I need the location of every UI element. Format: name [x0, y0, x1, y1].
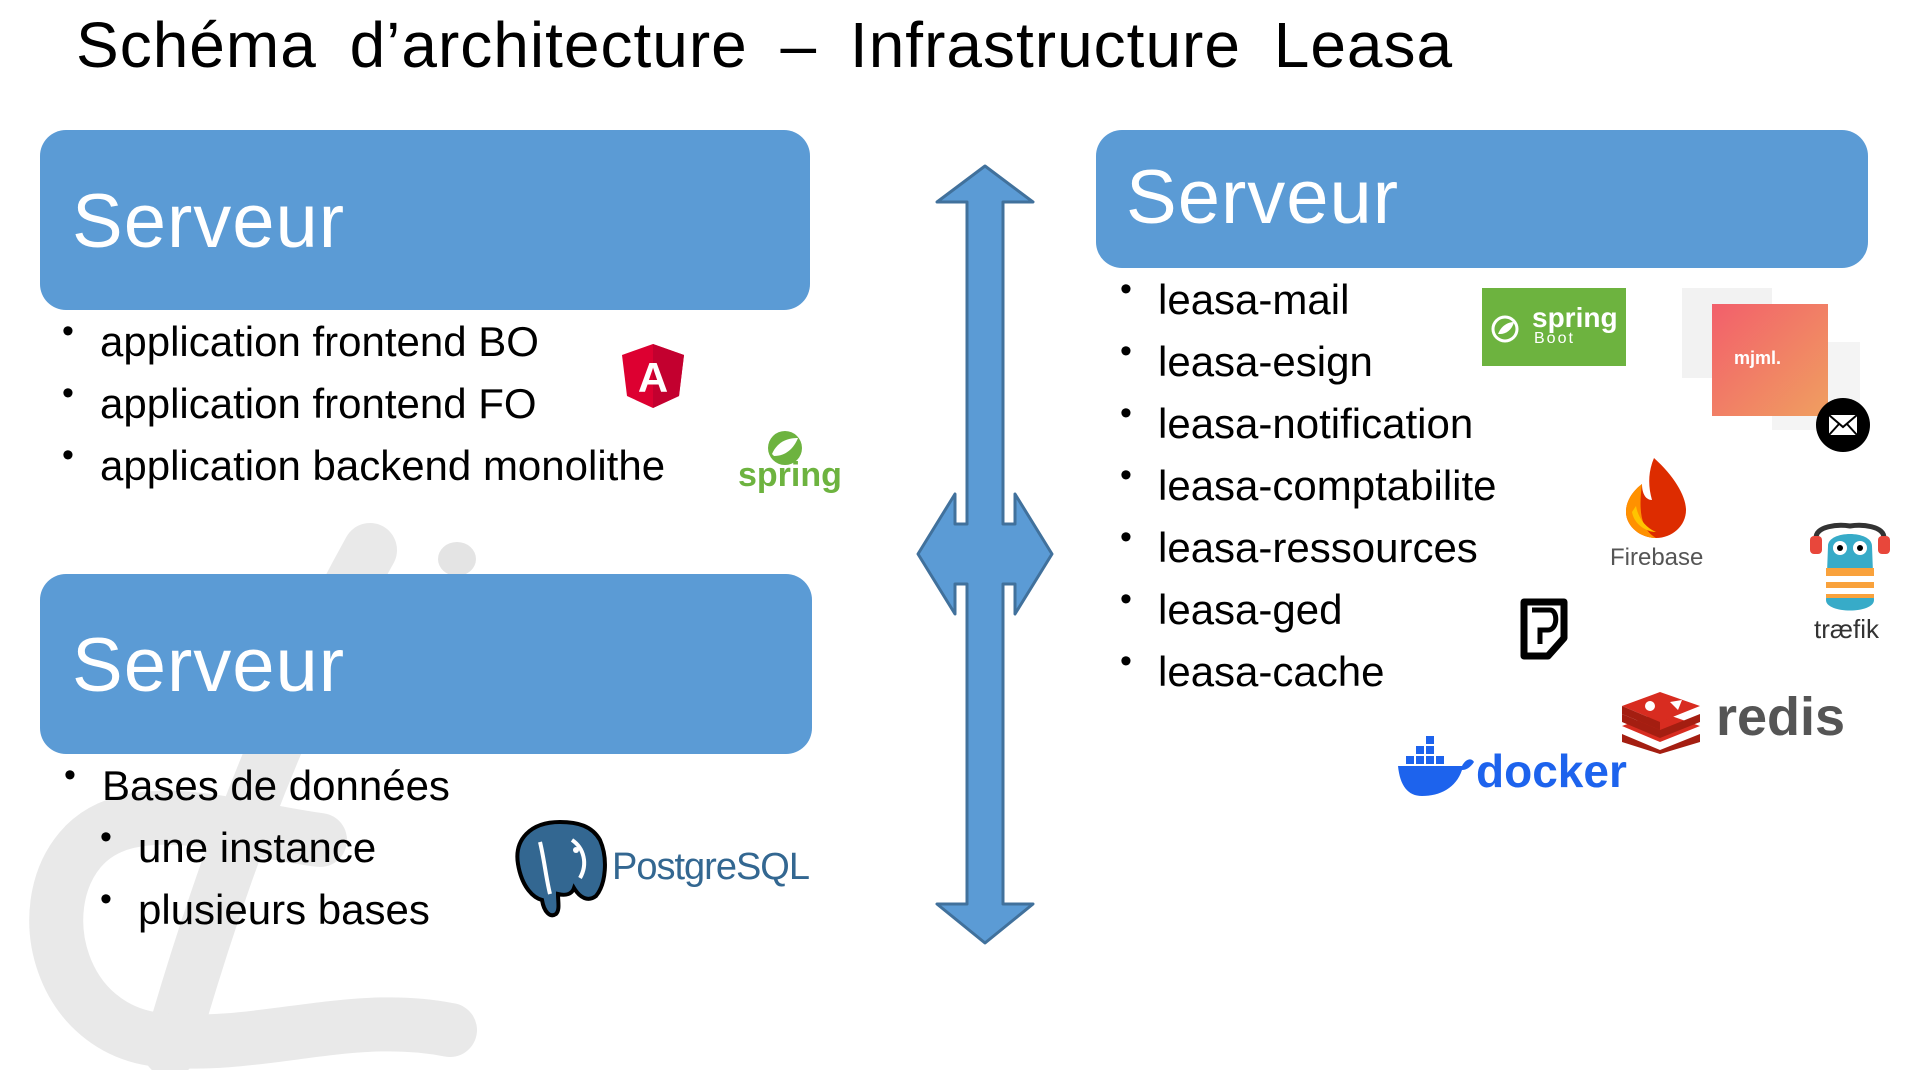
mjml-icon: mjml. — [1712, 304, 1828, 416]
frontend-list: application frontend BO application fron… — [62, 312, 665, 504]
server-box-frontend: Serveur — [40, 130, 810, 310]
angular-icon: A — [622, 344, 684, 408]
mail-icon — [1816, 398, 1870, 452]
bidirectional-arrow-icon — [916, 164, 1054, 945]
server-label: Serveur — [72, 623, 346, 708]
list-item: leasa-ressources — [1120, 518, 1497, 586]
angular-letter: A — [638, 354, 668, 401]
envelope-icon — [1828, 414, 1858, 436]
docker-logo-text: docker — [1476, 745, 1627, 797]
document-icon — [1520, 598, 1568, 660]
traefik-icon — [1810, 522, 1890, 611]
microservices-list: leasa-mail leasa-esign leasa-notificatio… — [1120, 270, 1497, 710]
list-item: leasa-esign — [1120, 332, 1497, 400]
server-box-database: Serveur — [40, 574, 812, 754]
spring-boot-subtext: Boot — [1534, 330, 1575, 347]
list-item: leasa-notification — [1120, 394, 1497, 462]
page-title: Schéma d’architecture – Infrastructure L… — [76, 9, 1454, 81]
mjml-logo-text: mjml. — [1734, 348, 1782, 368]
redis-icon — [1622, 692, 1700, 754]
postgresql-logo-text: PostgreSQL — [612, 846, 810, 888]
list-item: leasa-cache — [1120, 642, 1497, 710]
watermark-dot — [438, 542, 476, 576]
postgresql-icon — [515, 819, 607, 918]
firebase-icon — [1626, 458, 1686, 538]
spring-boot-power-icon — [1491, 315, 1519, 343]
list-item: leasa-mail — [1120, 270, 1497, 338]
spring-logo-text: spring — [738, 456, 842, 494]
list-item: application frontend FO — [62, 374, 665, 442]
spring-boot-icon: spring Boot — [1482, 288, 1626, 366]
docker-icon — [1398, 736, 1474, 796]
database-list: Bases de données — [64, 756, 450, 824]
database-sublist: une instance plusieurs bases — [100, 818, 430, 948]
list-item: application frontend BO — [62, 312, 665, 380]
list-subitem: plusieurs bases — [100, 880, 430, 948]
list-item: leasa-ged — [1120, 580, 1497, 648]
server-label: Serveur — [1126, 155, 1400, 240]
spring-boot-text: spring — [1532, 302, 1618, 333]
list-subitem: une instance — [100, 818, 430, 886]
firebase-logo-text: Firebase — [1610, 544, 1704, 571]
list-item: application backend monolithe — [62, 436, 665, 504]
list-item: leasa-comptabilite — [1120, 456, 1497, 524]
redis-logo-text: redis — [1716, 687, 1846, 747]
traefik-logo-text: træfik — [1814, 614, 1879, 644]
list-item: Bases de données — [64, 756, 450, 824]
server-label: Serveur — [72, 179, 346, 264]
server-box-microservices: Serveur — [1096, 130, 1868, 268]
spring-leaf-icon — [768, 431, 802, 465]
